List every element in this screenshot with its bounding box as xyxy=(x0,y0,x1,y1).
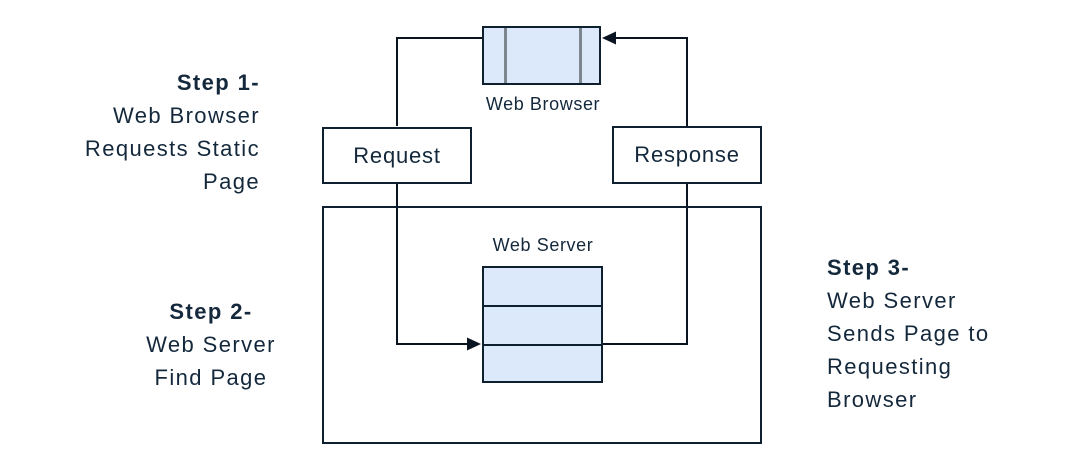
request-node: Request xyxy=(322,127,472,184)
step-3-line: Sends Page to xyxy=(827,321,990,346)
response-to-browser-line xyxy=(616,37,688,126)
step-2-line: Find Page xyxy=(154,365,268,390)
step-1-line: Page xyxy=(203,169,260,194)
server-icon-divider-2 xyxy=(484,344,601,346)
arrowhead-into-browser-icon xyxy=(602,31,616,45)
request-to-server-line xyxy=(396,184,467,345)
step-1-line: Web Browser xyxy=(112,103,260,128)
response-node: Response xyxy=(612,126,762,184)
step-3-line: Browser xyxy=(827,387,918,412)
step-1-line: Requests Static xyxy=(84,136,260,161)
response-node-label: Response xyxy=(634,142,740,167)
web-browser-label: Web Browser xyxy=(485,93,601,114)
browser-to-request-line xyxy=(396,37,482,126)
step-3-text: Step 3- Web Server Sends Page to Request… xyxy=(827,251,1077,416)
step-2-line: Web Server xyxy=(146,332,276,357)
step-2-title: Step 2- xyxy=(169,299,253,324)
step-3-line: Requesting xyxy=(827,354,953,379)
browser-icon-divider-right xyxy=(579,28,582,83)
arrowhead-into-server-icon xyxy=(467,337,481,351)
step-2-text: Step 2- Web Server Find Page xyxy=(86,295,336,394)
step-1-text: Step 1- Web Browser Requests Static Page xyxy=(20,66,260,198)
step-3-line: Web Server xyxy=(827,288,957,313)
web-server-container-box xyxy=(322,206,762,444)
step-1-title: Step 1- xyxy=(176,70,260,95)
server-to-response-line xyxy=(603,184,688,345)
browser-icon-divider-left xyxy=(504,28,507,83)
request-node-label: Request xyxy=(353,142,441,168)
web-server-label: Web Server xyxy=(492,234,594,255)
web-browser-icon xyxy=(482,26,601,85)
step-3-title: Step 3- xyxy=(827,255,911,280)
web-server-icon xyxy=(482,266,603,383)
server-icon-divider-1 xyxy=(484,305,601,307)
